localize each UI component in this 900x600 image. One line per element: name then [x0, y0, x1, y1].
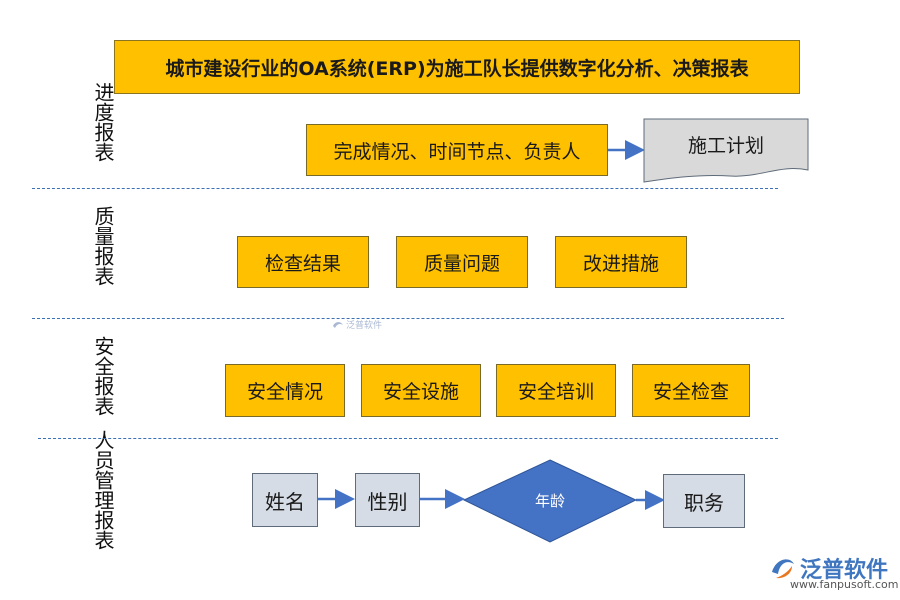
personnel-item-age: 年龄: [534, 491, 565, 510]
personnel-item-name: 姓名: [252, 473, 318, 527]
quality-item-inspection-result: 检查结果: [237, 236, 369, 288]
brand-swirl-icon: [772, 559, 794, 579]
safety-item-training: 安全培训: [496, 364, 616, 417]
diagram-title: 城市建设行业的OA系统(ERP)为施工队长提供数字化分析、决策报表: [114, 40, 800, 94]
watermark-small: 泛普软件: [332, 318, 382, 331]
personnel-item-position: 职务: [663, 474, 745, 528]
safety-item-situation: 安全情况: [225, 364, 345, 417]
plan-document-label: 施工计划: [687, 134, 764, 157]
section-label-quality: 质量报表: [91, 206, 115, 286]
section-label-safety: 安全报表: [91, 336, 115, 416]
safety-item-inspection: 安全检查: [632, 364, 750, 417]
personnel-item-gender: 性别: [355, 473, 420, 527]
quality-item-improvement: 改进措施: [555, 236, 687, 288]
brand-logo-icon: [333, 321, 343, 328]
quality-item-quality-issue: 质量问题: [396, 236, 528, 288]
section-divider: [32, 318, 784, 319]
section-label-progress: 进度报表: [91, 82, 115, 162]
safety-item-facilities: 安全设施: [361, 364, 481, 417]
age-diamond: [462, 459, 638, 543]
brand-name: 泛普软件: [800, 558, 889, 583]
brand-url: www.fanpusoft.com: [790, 578, 899, 591]
section-divider: [38, 438, 778, 439]
section-label-personnel: 人员管理报表: [91, 430, 115, 550]
plan-document-shape: [643, 118, 809, 183]
progress-item-box: 完成情况、时间节点、负责人: [306, 124, 608, 176]
brand-logo: 泛普软件: [770, 552, 888, 584]
section-divider: [32, 188, 778, 189]
